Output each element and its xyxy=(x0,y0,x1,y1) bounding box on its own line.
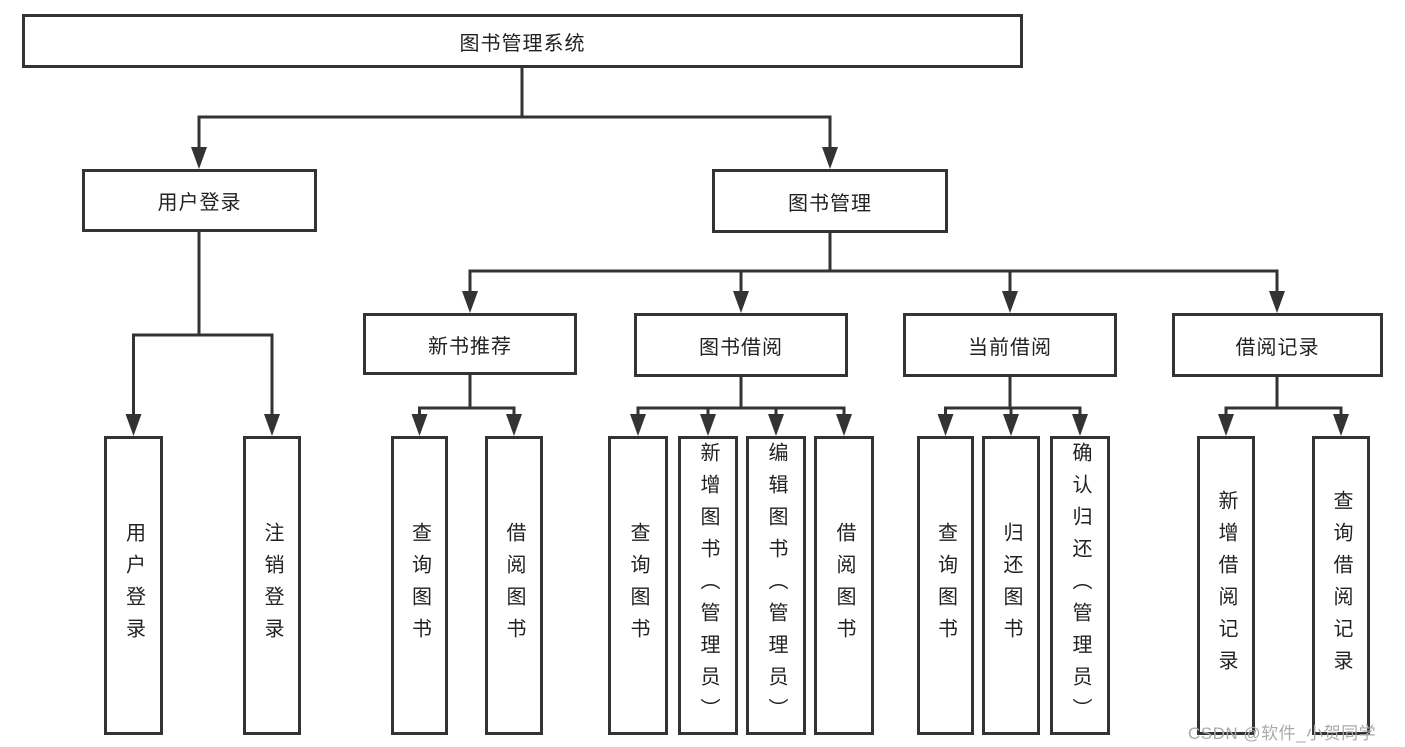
arrowhead xyxy=(462,291,478,313)
connector-borrowrecord-to-leaves xyxy=(1224,377,1343,416)
node-label: 借阅记录 xyxy=(1235,336,1320,359)
node-label: 图书借阅 xyxy=(699,336,783,359)
arrowhead xyxy=(264,414,280,436)
arrowheads xyxy=(125,147,1349,436)
arrowhead xyxy=(1333,414,1349,436)
leaf-query-books-recommend: 查询图书 xyxy=(391,436,448,735)
arrowhead xyxy=(125,414,142,436)
csdn-watermark: CSDN @软件_小贺同学 xyxy=(1188,724,1377,743)
node-label: 注销登录 xyxy=(261,521,283,650)
leaf-confirm-return-admin: 确认归还（管理员） xyxy=(1050,436,1110,735)
node-label: 新增图书（管理员） xyxy=(697,441,719,730)
node-label: 查询图书 xyxy=(934,521,957,650)
node-user-login-module: 用户登录 xyxy=(82,169,317,232)
arrowhead xyxy=(1072,414,1088,436)
arrowhead xyxy=(411,414,428,436)
connector-currentborrow-to-leaves xyxy=(944,377,1082,416)
arrowhead xyxy=(822,147,838,169)
connector-root-to-level2 xyxy=(197,68,832,149)
arrowhead xyxy=(768,414,784,436)
connector-newbook-to-leaves xyxy=(418,375,516,416)
node-book-management-module: 图书管理 xyxy=(712,169,948,233)
node-label: 新书推荐 xyxy=(428,335,512,358)
node-label: 借阅图书 xyxy=(503,521,525,650)
leaf-logout: 注销登录 xyxy=(243,436,301,735)
arrowhead xyxy=(1003,414,1019,436)
connector-userlogin-to-leaves xyxy=(132,232,274,416)
connector-paths xyxy=(132,68,1343,416)
leaf-edit-books-admin: 编辑图书（管理员） xyxy=(746,436,806,735)
leaf-add-books-admin: 新增图书（管理员） xyxy=(678,436,738,735)
leaf-borrow-books: 借阅图书 xyxy=(814,436,874,735)
node-label: 借阅图书 xyxy=(833,521,855,650)
node-label: 查询借阅记录 xyxy=(1330,489,1352,682)
arrowhead xyxy=(1218,414,1234,436)
node-label: 用户登录 xyxy=(122,521,145,650)
node-label: 确认归还（管理员） xyxy=(1069,441,1091,730)
node-label: 图书管理 xyxy=(788,192,872,215)
node-new-book-recommend: 新书推荐 xyxy=(363,313,577,375)
node-label: 查询图书 xyxy=(627,521,649,650)
node-label: 图书管理系统 xyxy=(459,32,586,55)
leaf-return-books: 归还图书 xyxy=(982,436,1040,735)
leaf-query-books-borrowing: 查询图书 xyxy=(608,436,668,735)
leaf-query-borrow-record: 查询借阅记录 xyxy=(1312,436,1370,735)
arrowhead xyxy=(937,414,954,436)
connector-bookmgmt-to-level3 xyxy=(468,233,1279,293)
node-current-borrowing: 当前借阅 xyxy=(903,313,1117,377)
leaf-borrow-books-recommend: 借阅图书 xyxy=(485,436,543,735)
arrowhead xyxy=(191,147,207,169)
arrowhead xyxy=(630,414,646,436)
node-label: 编辑图书（管理员） xyxy=(765,441,787,730)
leaf-user-login: 用户登录 xyxy=(104,436,163,735)
node-borrowing-records: 借阅记录 xyxy=(1172,313,1383,377)
node-label: 新增借阅记录 xyxy=(1215,489,1237,682)
arrowhead xyxy=(506,414,522,436)
arrowhead xyxy=(700,414,716,436)
arrowhead xyxy=(1002,291,1018,313)
arrowhead xyxy=(836,414,852,436)
node-system-root: 图书管理系统 xyxy=(22,14,1023,68)
leaf-add-borrow-record: 新增借阅记录 xyxy=(1197,436,1255,735)
node-label: 查询图书 xyxy=(408,521,431,650)
node-label: 用户登录 xyxy=(157,192,242,214)
arrowhead xyxy=(733,291,749,313)
leaf-query-books-current: 查询图书 xyxy=(917,436,974,735)
connector-bookborrow-to-leaves xyxy=(636,377,846,416)
node-label: 当前借阅 xyxy=(968,336,1052,359)
node-book-borrowing: 图书借阅 xyxy=(634,313,848,377)
arrowhead xyxy=(1269,291,1285,313)
node-label: 归还图书 xyxy=(1000,521,1022,650)
